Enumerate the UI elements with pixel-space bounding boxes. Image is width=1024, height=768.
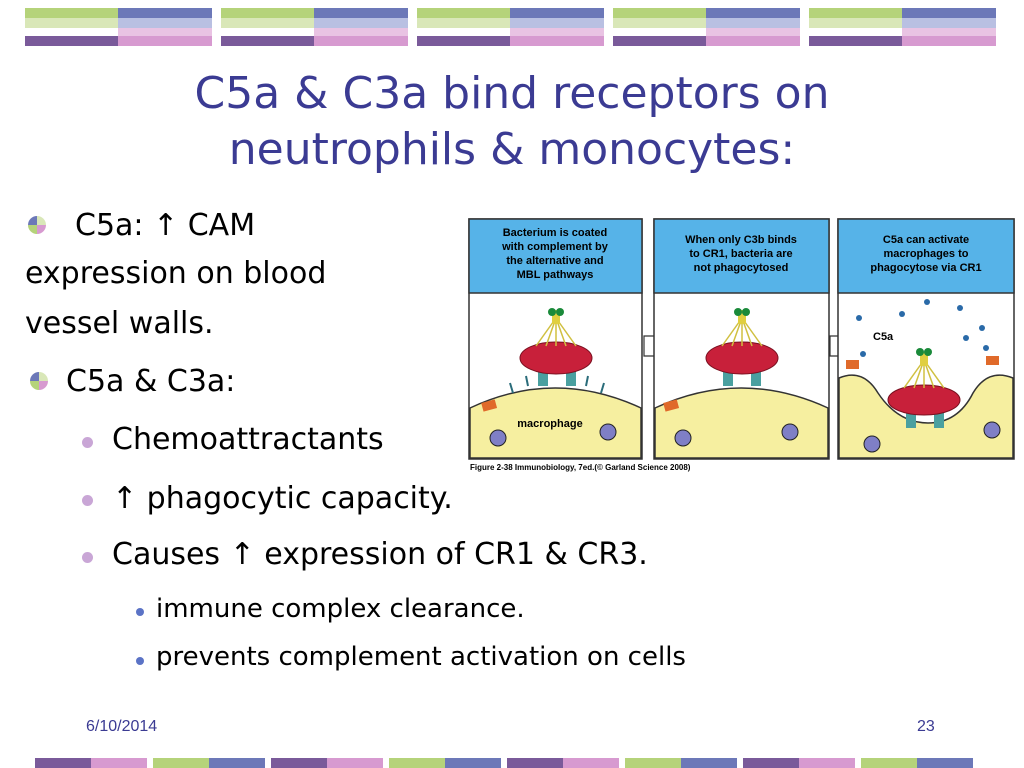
figure-caption: Figure 2-38 Immunobiology, 7ed.(© Garlan… — [470, 463, 691, 472]
level2-bullet-icon — [82, 552, 93, 563]
panel1-line1: Bacterium is coated — [503, 227, 608, 239]
level1-bullet-icon — [30, 372, 48, 390]
band-tile — [809, 8, 996, 46]
figure-panel-1: Bacterium is coated with complement by t… — [468, 218, 643, 460]
slide-title: C5a & C3a bind receptors on neutrophils … — [60, 66, 964, 178]
figure-panel-2: When only C3b binds to CR1, bacteria are… — [653, 218, 830, 460]
footer-date: 6/10/2014 — [86, 718, 158, 735]
band-tile — [221, 8, 408, 46]
band-tile — [417, 8, 604, 46]
title-line-1: C5a & C3a bind receptors on — [194, 68, 830, 119]
bullet-chemoattractants: Chemoattractants — [112, 422, 384, 457]
title-line-2: neutrophils & monocytes: — [228, 124, 796, 175]
top-decorative-band — [25, 8, 1000, 46]
panel3-line2: macrophages to — [884, 248, 969, 260]
panel1-line3: the alternative and — [506, 255, 603, 267]
figure-panel-3: C5a can activate macrophages to phagocyt… — [837, 218, 1015, 460]
panel2-line2: to CR1, bacteria are — [689, 248, 792, 260]
bullet-c5a-line2: expression on blood — [25, 256, 327, 291]
bullet-c5a-c3a: C5a & C3a: — [66, 364, 236, 399]
bullet-immune-complex: immune complex clearance. — [156, 594, 525, 624]
panel1-line2: with complement by — [501, 241, 609, 253]
band-tile — [613, 8, 800, 46]
complement-figure: Bacterium is coated with complement by t… — [468, 218, 1015, 460]
band-tile — [25, 8, 212, 46]
level1-bullet-icon — [28, 216, 46, 234]
bullet-phagocytic-capacity: ↑ phagocytic capacity. — [112, 481, 453, 516]
level3-bullet-icon — [136, 608, 144, 616]
level2-bullet-icon — [82, 495, 93, 506]
macrophage-shape — [469, 387, 642, 459]
bottom-decorative-band — [35, 758, 1024, 768]
c5a-label: C5a — [873, 331, 894, 343]
panel2-line3: not phagocytosed — [694, 262, 789, 274]
panel3-line1: C5a can activate — [883, 234, 969, 246]
slide-number: 23 — [917, 718, 935, 735]
level2-bullet-icon — [82, 437, 93, 448]
level3-bullet-icon — [136, 657, 144, 665]
bullet-c5a-line1: C5a: ↑ CAM — [75, 208, 256, 243]
macrophage-label: macrophage — [517, 418, 582, 430]
panel1-line4: MBL pathways — [517, 269, 594, 281]
bullet-prevents-activation: prevents complement activation on cells — [156, 642, 686, 672]
bullet-causes-expression: Causes ↑ expression of CR1 & CR3. — [112, 537, 648, 572]
bullet-c5a-line3: vessel walls. — [25, 306, 214, 341]
panel3-line3: phagocytose via CR1 — [870, 262, 981, 274]
panel2-line1: When only C3b binds — [685, 234, 797, 246]
